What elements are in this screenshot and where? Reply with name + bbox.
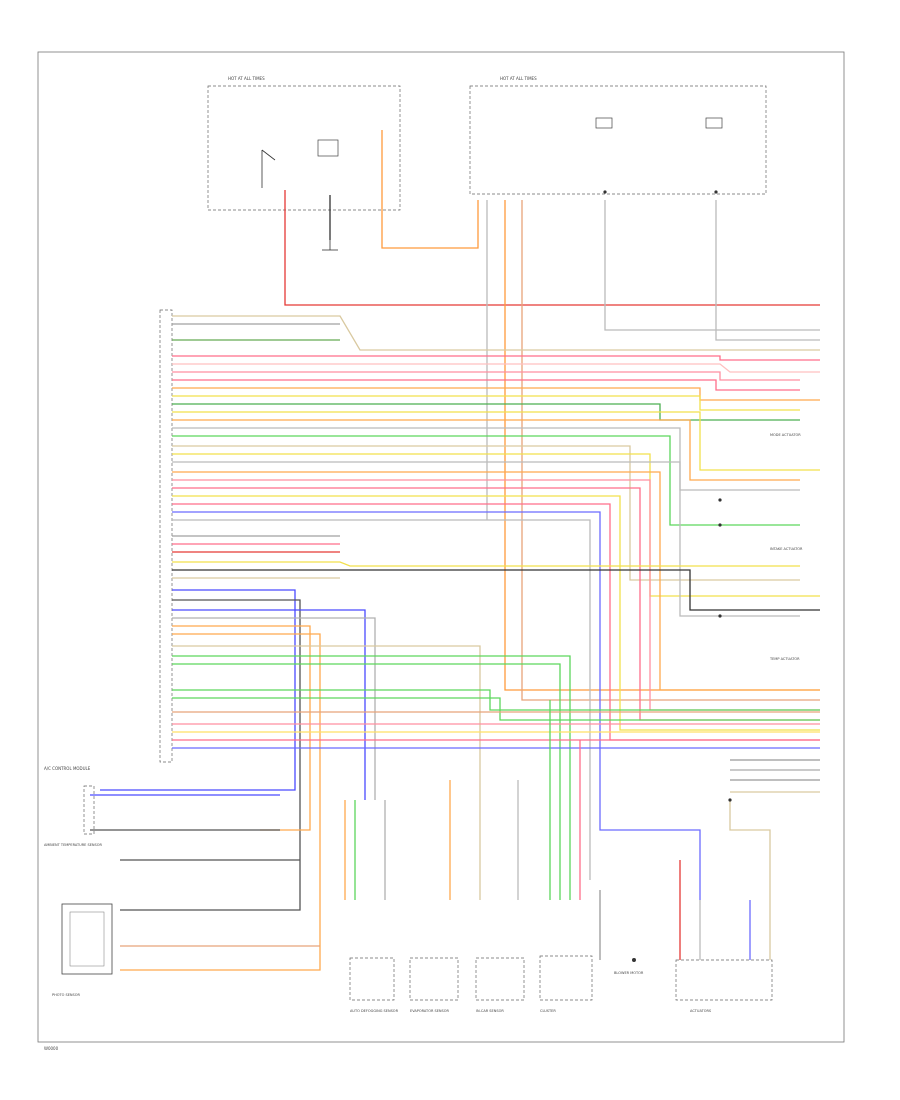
cluster: CLUSTER [539,955,593,1013]
auto-defogging-sensor: AUTO DEFOGGING SENSOR [349,957,399,1013]
blower-motor: BLOWER MOTOR [614,958,644,975]
ac-control-module-label: A/C CONTROL MODULE [44,766,91,771]
in-car-sensor-label: IN-CAR SENSOR [476,1009,504,1013]
temp-actuator-label: TEMP ACTUATOR [769,657,800,661]
intake-actuator-label: INTAKE ACTUATOR [770,547,803,551]
photo-sensor-label: PHOTO SENSOR [52,993,81,997]
actuators-label: ACTUATORS [690,1009,712,1013]
splice-points [603,190,732,802]
fuse-box-left-label: HOT AT ALL TIMES [228,76,265,81]
in-car-sensor: IN-CAR SENSOR [475,957,525,1013]
actuators: ACTUATORS [675,959,773,1013]
fuse-relay-box-right: HOT AT ALL TIMES [469,76,767,195]
fuse-box-right-label: HOT AT ALL TIMES [500,76,537,81]
ambient-sensor: AMBIENT TEMPERATURE SENSOR [44,785,103,847]
cluster-label: CLUSTER [540,1009,556,1013]
evaporator-sensor: EVAPORATOR SENSOR [409,957,459,1013]
ac-control-module: A/C CONTROL MODULE [44,309,173,771]
evap-sensor-label: EVAPORATOR SENSOR [410,1009,450,1013]
mode-actuator-label: MODE ACTUATOR [770,433,801,437]
fuse-relay-box-left: HOT AT ALL TIMES [207,76,401,211]
right-actuator-labels: MODE ACTUATOR INTAKE ACTUATOR TEMP ACTUA… [769,433,803,661]
ground-symbol [322,240,338,251]
wire-harness [90,130,820,971]
auto-defog-label: AUTO DEFOGGING SENSOR [350,1009,399,1013]
ambient-sensor-label: AMBIENT TEMPERATURE SENSOR [44,843,103,847]
blower-motor-label: BLOWER MOTOR [614,971,644,975]
diagram-code: W0000 [44,1046,59,1051]
photo-sensor: PHOTO SENSOR [52,903,113,997]
diagram-frame [37,51,845,1043]
